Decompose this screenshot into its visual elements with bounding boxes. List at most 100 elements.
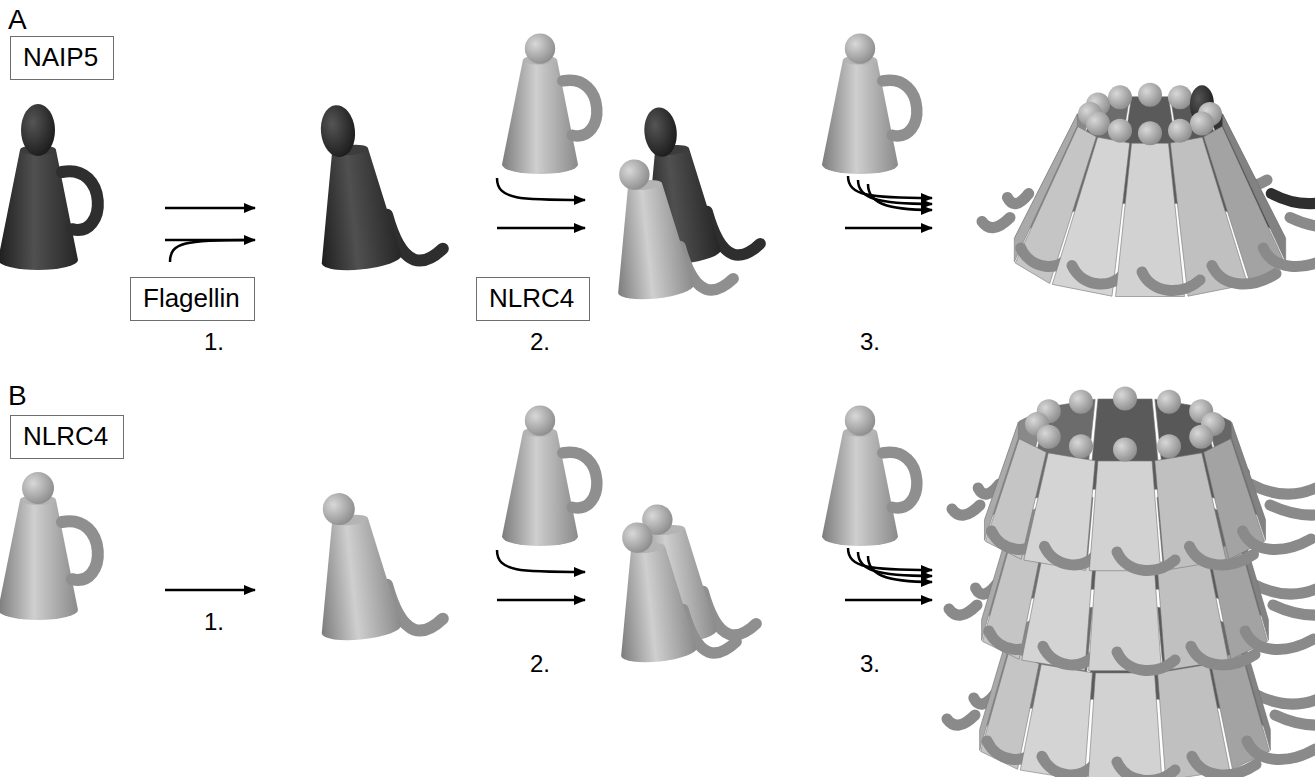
panel-letter: B xyxy=(8,380,27,412)
card-head xyxy=(1069,390,1093,414)
bir-head xyxy=(21,104,55,156)
lrr-handle xyxy=(883,80,917,136)
lrr-handle xyxy=(1142,272,1200,290)
panel-letter: A xyxy=(8,4,27,36)
lrr-handle xyxy=(1290,218,1315,228)
card-head xyxy=(525,405,555,435)
step-number: 3. xyxy=(860,650,880,678)
box-label: NAIP5 xyxy=(23,42,98,72)
nlrc4-protein xyxy=(604,150,734,302)
arrow xyxy=(845,227,932,230)
card-head xyxy=(1157,390,1181,414)
naip5-protein xyxy=(305,96,444,274)
card-head xyxy=(1168,119,1192,143)
nbd-body xyxy=(610,544,697,665)
label-box: NAIP5 xyxy=(10,36,114,80)
card-head xyxy=(618,158,651,191)
nbd-body xyxy=(1022,554,1093,670)
lrr-handle xyxy=(1275,715,1315,725)
step-number: 2. xyxy=(530,328,550,356)
box-label: NLRC4 xyxy=(489,283,574,313)
card-head xyxy=(1168,85,1192,109)
nbd-body xyxy=(1088,673,1162,777)
lrr-handle xyxy=(563,80,597,136)
card-head xyxy=(845,405,875,435)
arrow-curve xyxy=(868,184,932,210)
card-head xyxy=(1138,83,1162,107)
lrr-handle xyxy=(1117,762,1175,777)
lrr-handle xyxy=(1271,194,1315,204)
lrr-handle xyxy=(1273,605,1315,615)
card-head xyxy=(1157,434,1181,458)
lrr-handle xyxy=(1045,546,1097,564)
step-number: 1. xyxy=(204,608,224,636)
card-head xyxy=(525,33,555,63)
nlrc4-protein xyxy=(822,33,917,174)
lrr-handle xyxy=(1072,266,1124,284)
lrr-handle xyxy=(1270,505,1315,515)
card-head xyxy=(22,472,54,504)
arrow xyxy=(165,589,255,592)
nbd-body xyxy=(1020,664,1092,777)
nbd-body xyxy=(1024,453,1095,571)
lrr-handle xyxy=(947,715,975,725)
lrr-handle xyxy=(1117,652,1175,670)
bir-head xyxy=(318,104,357,159)
lrr-handle xyxy=(1192,756,1256,774)
card-head xyxy=(1108,85,1132,109)
arrow xyxy=(845,599,932,602)
arrow-curve xyxy=(868,556,932,582)
card-head xyxy=(1189,425,1213,449)
step-number: 2. xyxy=(530,650,550,678)
card-head xyxy=(1113,438,1137,462)
card-head xyxy=(1086,112,1110,136)
nlrc4-protein xyxy=(822,405,917,546)
lrr-handle xyxy=(1190,546,1254,564)
card-head xyxy=(845,33,875,63)
lrr-handle xyxy=(1117,552,1175,570)
lrr-handle xyxy=(62,521,98,580)
lrr-handle xyxy=(1191,646,1255,664)
nbd-body xyxy=(1089,461,1160,571)
arrow-curve xyxy=(497,550,585,572)
card-head xyxy=(1113,386,1137,410)
arrow-curve xyxy=(497,178,585,200)
lrr-handle xyxy=(1007,194,1028,204)
box-label: Flagellin xyxy=(143,283,240,313)
protein-figures xyxy=(0,33,1315,777)
reaction-arrows xyxy=(165,176,932,600)
nbd-body xyxy=(310,516,402,644)
lrr-handle xyxy=(1263,248,1315,266)
card-head xyxy=(1190,112,1214,136)
nbd-body xyxy=(1089,563,1162,671)
nbd-body xyxy=(607,181,694,302)
lrr-handle xyxy=(1212,266,1276,284)
card-head xyxy=(1069,434,1093,458)
lrr-handle xyxy=(883,452,917,508)
step-number: 3. xyxy=(860,328,880,356)
lrr-handle xyxy=(1245,631,1313,649)
nlrc4-protein xyxy=(502,405,597,546)
lrr-handle xyxy=(1247,741,1315,759)
lrr-handle xyxy=(563,452,597,508)
lrr-handle xyxy=(949,605,977,615)
label-box: NLRC4 xyxy=(476,277,590,321)
arrow xyxy=(497,599,585,602)
lrr-handle xyxy=(1251,484,1315,494)
nbd-body xyxy=(1116,143,1185,296)
box-label: NLRC4 xyxy=(23,421,108,451)
nbd-body xyxy=(310,146,402,274)
nlrc4-protein xyxy=(0,472,98,620)
bir-head xyxy=(642,106,679,159)
nlrc4-protein xyxy=(502,33,597,174)
nlrc4-protein xyxy=(607,513,737,665)
step-number: 1. xyxy=(204,328,224,356)
lrr-handle xyxy=(982,218,1010,228)
lrr-handle xyxy=(1043,646,1095,664)
arrow xyxy=(165,207,255,210)
card-head xyxy=(1138,121,1162,145)
card-head xyxy=(321,492,356,527)
arrow-curve xyxy=(170,240,252,262)
